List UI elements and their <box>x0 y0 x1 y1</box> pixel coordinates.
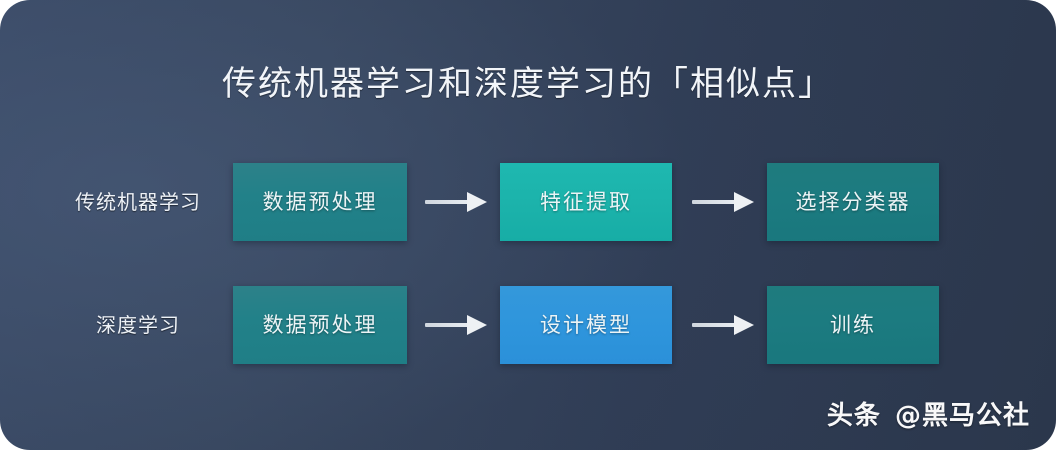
flow-row-deep-learning: 深度学习 数据预处理 设计模型 训练 <box>0 286 1056 364</box>
arrow-shaft <box>425 200 469 204</box>
arrow-right-icon <box>692 191 756 213</box>
arrow-head <box>467 192 487 212</box>
flow-node-data-preprocessing[interactable]: 数据预处理 <box>233 163 407 241</box>
arrow-shaft <box>425 323 469 327</box>
watermark: 头条 @黑马公社 <box>827 395 1030 432</box>
flow-node-select-classifier[interactable]: 选择分类器 <box>767 163 939 241</box>
arrow-shaft <box>692 200 736 204</box>
watermark-handle: @黑马公社 <box>894 401 1030 431</box>
arrow-right-icon <box>692 314 756 336</box>
flow-node-design-model[interactable]: 设计模型 <box>500 286 672 364</box>
page-title: 传统机器学习和深度学习的「相似点」 <box>222 64 834 104</box>
arrow-head <box>734 315 754 335</box>
arrow-right-icon <box>425 314 489 336</box>
arrow-head <box>467 315 487 335</box>
flow-row-label: 传统机器学习 <box>75 190 201 214</box>
flow-row-traditional-ml: 传统机器学习 数据预处理 特征提取 选择分类器 <box>0 163 1056 241</box>
arrow-right-icon <box>425 191 489 213</box>
flow-node-feature-extraction[interactable]: 特征提取 <box>500 163 672 241</box>
flow-row-label: 深度学习 <box>96 313 180 337</box>
arrow-head <box>734 192 754 212</box>
watermark-platform: 头条 <box>826 401 881 431</box>
flow-node-data-preprocessing[interactable]: 数据预处理 <box>233 286 407 364</box>
flow-node-training[interactable]: 训练 <box>767 286 939 364</box>
arrow-shaft <box>692 323 736 327</box>
